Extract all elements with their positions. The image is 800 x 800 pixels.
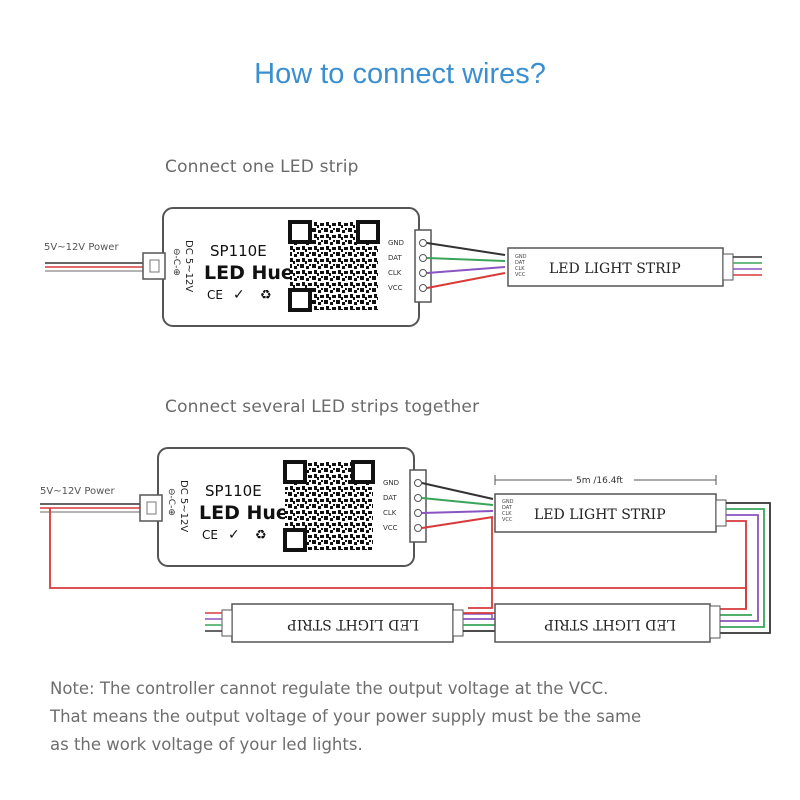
controller-box: DC 5~12V ⊖-C-⊕ SP110E LED Hue CE ✓ ♻ GND… <box>142 207 432 327</box>
diagram-single-strip: 5V~12V Power DC 5~12V ⊖-C-⊕ SP110E LED H… <box>44 207 762 327</box>
strip-pin-label-vcc: VCC <box>515 272 526 278</box>
strip-a-pin-label-clk: CLK <box>502 511 512 517</box>
controller-voltage: DC 5~12V <box>183 240 194 292</box>
note-line-2: That means the output voltage of your po… <box>50 707 642 726</box>
pin-label-gnd: GND <box>388 239 404 247</box>
section-heading-single: Connect one LED strip <box>165 157 359 177</box>
ce-mark-icon: CE <box>207 288 223 302</box>
led-strip-label: LED LIGHT STRIP <box>549 261 681 277</box>
polarity-icon-2: ⊖-C-⊕ <box>166 488 176 516</box>
dc-jack-2 <box>139 494 163 522</box>
strip-a-pin-label-dat: DAT <box>502 505 513 511</box>
ce-mark-icon-2: CE <box>202 528 218 542</box>
strip-pin-label-dat: DAT <box>515 260 526 266</box>
power-label-2: 5V~12V Power <box>40 486 115 497</box>
controller-box-2: DC 5~12V ⊖-C-⊕ SP110E LED Hue CE ✓ ♻ GND… <box>139 447 427 567</box>
controller-brand: LED Hue <box>204 262 294 284</box>
note-text: Note: The controller cannot regulate the… <box>50 675 770 759</box>
power-bus <box>49 508 747 609</box>
recycle-icon: ♻ <box>260 288 272 303</box>
power-label: 5V~12V Power <box>44 242 119 253</box>
note-line-3: as the work voltage of your led lights. <box>50 735 363 754</box>
length-label: 5m /16.4ft <box>576 476 623 486</box>
qr-code-icon <box>288 220 380 312</box>
pin-label-vcc: VCC <box>388 284 403 292</box>
pin-label-dat-2: DAT <box>383 494 398 502</box>
strip-a-pin-label-vcc: VCC <box>502 517 513 523</box>
qr-code-icon-2 <box>283 460 375 552</box>
led-strip-c-label: LED LIGHT STRIP <box>544 616 676 632</box>
controller-model-2: SP110E <box>205 482 262 500</box>
section-heading-multiple: Connect several LED strips together <box>165 397 480 417</box>
led-strip-a: LED LIGHT STRIP GND DAT CLK VCC <box>494 493 727 533</box>
led-strip-b-label: LED LIGHT STRIP <box>287 616 419 632</box>
note-line-1: Note: The controller cannot regulate the… <box>50 679 609 698</box>
check-mark-icon: ✓ <box>233 287 245 303</box>
output-wires <box>426 242 506 289</box>
output-terminal <box>414 229 432 303</box>
output-wires-2 <box>421 482 494 529</box>
power-input-wires-2 <box>40 503 145 513</box>
controller-model: SP110E <box>210 242 267 260</box>
length-dimension: 5m /16.4ft <box>494 472 717 486</box>
diagram-several-strips: 5V~12V Power DC 5~12V ⊖-C-⊕ SP110E LED H… <box>40 447 771 643</box>
pin-label-vcc-2: VCC <box>383 524 398 532</box>
output-terminal-2 <box>409 469 427 543</box>
check-mark-icon-2: ✓ <box>228 527 240 543</box>
led-strip: LED LIGHT STRIP GND DAT CLK VCC <box>507 247 762 287</box>
led-strip-c: LED LIGHT STRIP <box>494 603 721 643</box>
pin-label-clk-2: CLK <box>383 509 397 517</box>
led-strip-a-label: LED LIGHT STRIP <box>534 507 666 523</box>
strip-pin-label-gnd: GND <box>515 254 527 260</box>
controller-brand-2: LED Hue <box>199 502 289 524</box>
strip-link-wires <box>463 612 495 632</box>
strip-pin-label-clk: CLK <box>515 266 525 272</box>
page-title: How to connect wires? <box>254 58 546 90</box>
recycle-icon-2: ♻ <box>255 528 267 543</box>
led-strip-b: LED LIGHT STRIP <box>205 603 493 643</box>
pin-label-gnd-2: GND <box>383 479 399 487</box>
pin-label-dat: DAT <box>388 254 403 262</box>
pin-label-clk: CLK <box>388 269 402 277</box>
power-input-wires <box>45 262 150 272</box>
controller-voltage-2: DC 5~12V <box>178 480 189 532</box>
strip-a-pin-label-gnd: GND <box>502 499 514 505</box>
polarity-icon: ⊖-C-⊕ <box>171 248 181 276</box>
dc-jack <box>142 252 166 280</box>
loop-wires <box>720 502 771 634</box>
